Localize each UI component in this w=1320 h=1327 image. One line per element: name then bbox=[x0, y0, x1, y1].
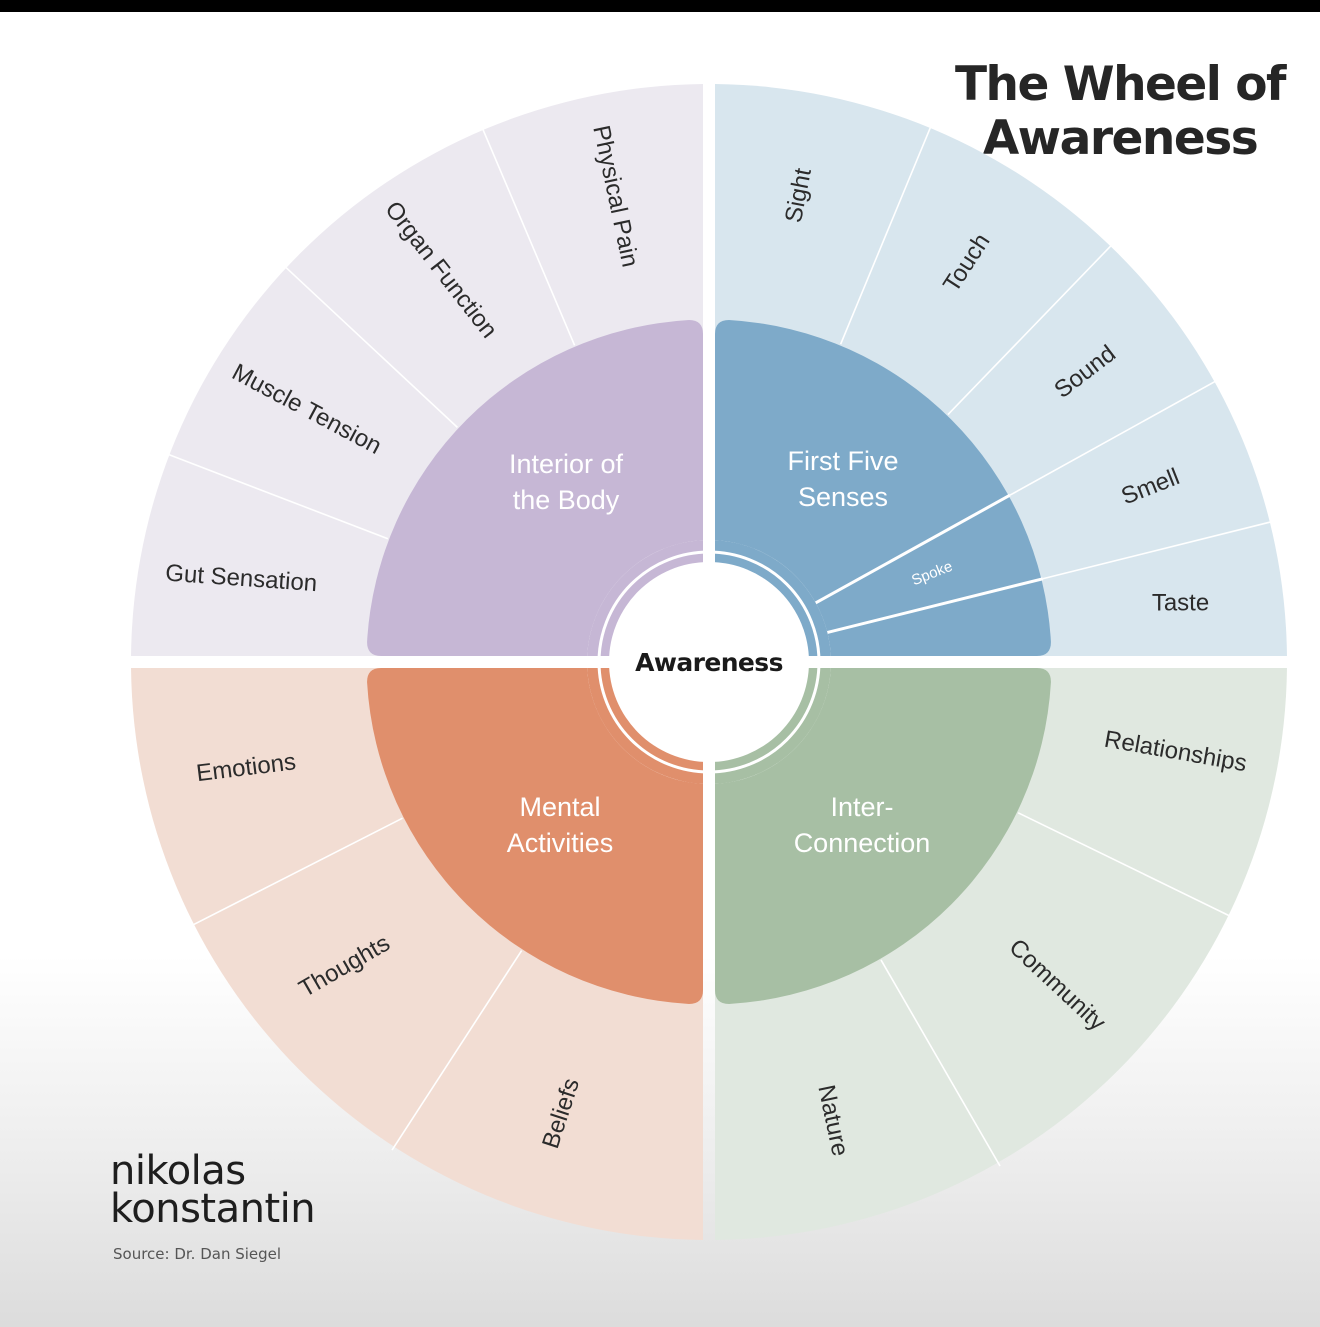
segment-divider bbox=[391, 950, 523, 1151]
title-line-1: The Wheel of bbox=[954, 57, 1287, 112]
segment-divider bbox=[480, 125, 576, 346]
quadrant-label-interconnection: Connection bbox=[794, 828, 931, 858]
brand-line-1: nikolas bbox=[110, 1148, 246, 1194]
segment-divider bbox=[1042, 520, 1274, 580]
quadrant-label-mental: Mental bbox=[519, 792, 600, 822]
hub-ring-outline bbox=[597, 550, 821, 774]
top-bar bbox=[0, 0, 1320, 12]
segment-divider bbox=[839, 123, 933, 345]
inner-segment-mental bbox=[367, 668, 703, 1004]
hub-label: Awareness bbox=[635, 648, 783, 677]
segment-divider bbox=[165, 452, 389, 540]
quadrant-label-interconnection: Inter- bbox=[830, 792, 893, 822]
segment-divider bbox=[282, 264, 458, 428]
segment-divider bbox=[880, 959, 1001, 1167]
segment-divider bbox=[190, 817, 403, 927]
outer-item-label: Taste bbox=[1152, 589, 1209, 616]
segment-divider bbox=[1017, 812, 1233, 918]
quadrant-label-interior: Interior of bbox=[509, 449, 624, 479]
segment-divider bbox=[947, 242, 1114, 416]
spoke-line-lower bbox=[823, 577, 1044, 635]
hub-circle bbox=[609, 562, 809, 762]
inner-ring bbox=[367, 320, 1051, 1004]
inner-segment-interior bbox=[367, 320, 703, 656]
title-line-2: Awareness bbox=[982, 111, 1259, 166]
hub bbox=[587, 540, 831, 784]
quadrant-label-mental: Activities bbox=[507, 828, 614, 858]
spoke-line-upper bbox=[811, 493, 1011, 607]
brand-line-2: konstantin bbox=[110, 1186, 316, 1232]
quadrant-label-interior: the Body bbox=[513, 485, 620, 515]
brand-logo: nikolas konstantin bbox=[110, 1148, 316, 1232]
segment-divider bbox=[1009, 379, 1219, 496]
inner-segment-interconnection bbox=[715, 668, 1051, 1004]
inner-segment-senses bbox=[715, 320, 1051, 656]
page-title: The Wheel of Awareness bbox=[935, 58, 1305, 166]
source-credit: Source: Dr. Dan Siegel bbox=[113, 1245, 282, 1263]
quadrant-label-senses: First Five bbox=[788, 446, 899, 476]
quadrant-label-senses: Senses bbox=[798, 482, 888, 512]
